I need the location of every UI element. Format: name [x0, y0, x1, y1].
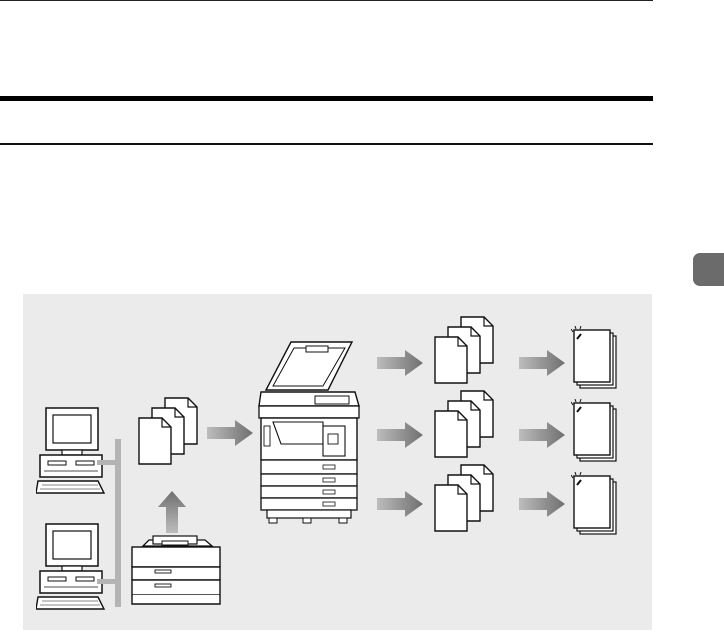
computer-1-icon	[36, 408, 104, 493]
scanner-icon	[132, 536, 220, 604]
original-documents-icon	[139, 398, 197, 464]
top-rule	[0, 0, 653, 1]
chapter-tab-marker	[693, 253, 724, 286]
computer-2-icon	[36, 524, 104, 609]
stapled-set-3-icon	[571, 472, 616, 534]
network-line	[97, 439, 121, 607]
copier-icon	[259, 342, 359, 523]
arrow-out-1-icon	[377, 350, 423, 376]
arrow-up-icon	[158, 491, 186, 533]
output-stack-2-icon	[435, 391, 493, 457]
arrow-out-3-icon	[377, 491, 423, 517]
arrow-to-stapled-3-icon	[519, 491, 565, 517]
arrow-to-copier-icon	[207, 420, 253, 446]
section-rule-thin	[0, 143, 653, 145]
arrow-to-stapled-1-icon	[519, 350, 565, 376]
arrow-to-stapled-2-icon	[519, 422, 565, 448]
stapled-set-2-icon	[571, 399, 616, 461]
section-rule-thick	[0, 96, 653, 101]
output-stack-3-icon	[435, 465, 493, 531]
arrow-out-2-icon	[377, 422, 423, 448]
workflow-diagram	[23, 294, 652, 630]
output-stack-1-icon	[435, 317, 493, 383]
stapled-set-1-icon	[571, 326, 616, 388]
